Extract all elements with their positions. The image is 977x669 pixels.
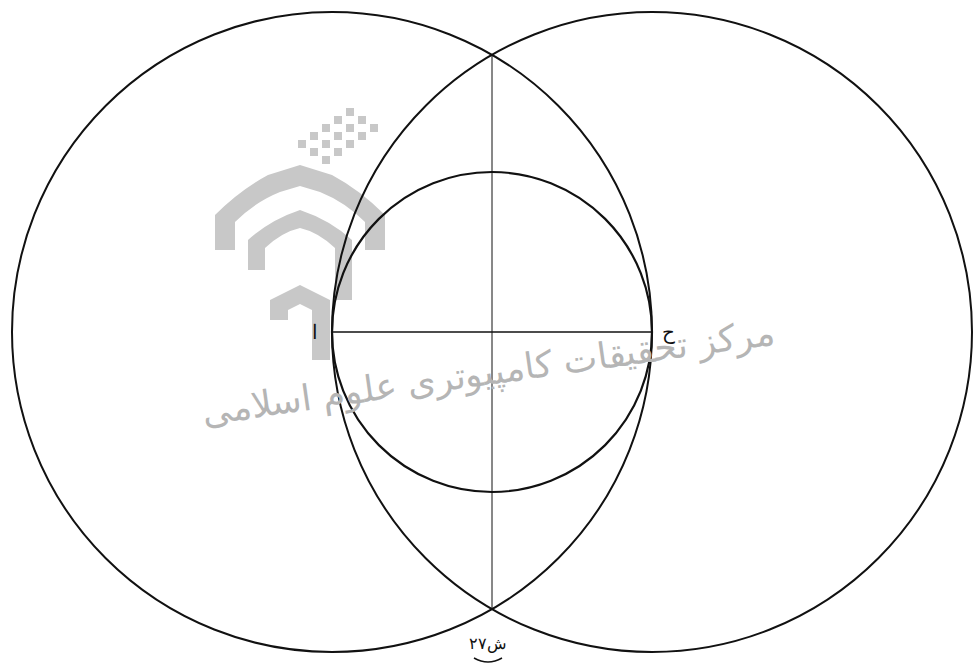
figure-caption: ش۲۷ <box>469 636 507 652</box>
left-circle <box>12 12 652 652</box>
vertical-axis <box>492 55 493 609</box>
watermark-logo <box>215 108 385 360</box>
caption-bracket <box>474 658 502 662</box>
point-label: ا <box>312 322 318 342</box>
